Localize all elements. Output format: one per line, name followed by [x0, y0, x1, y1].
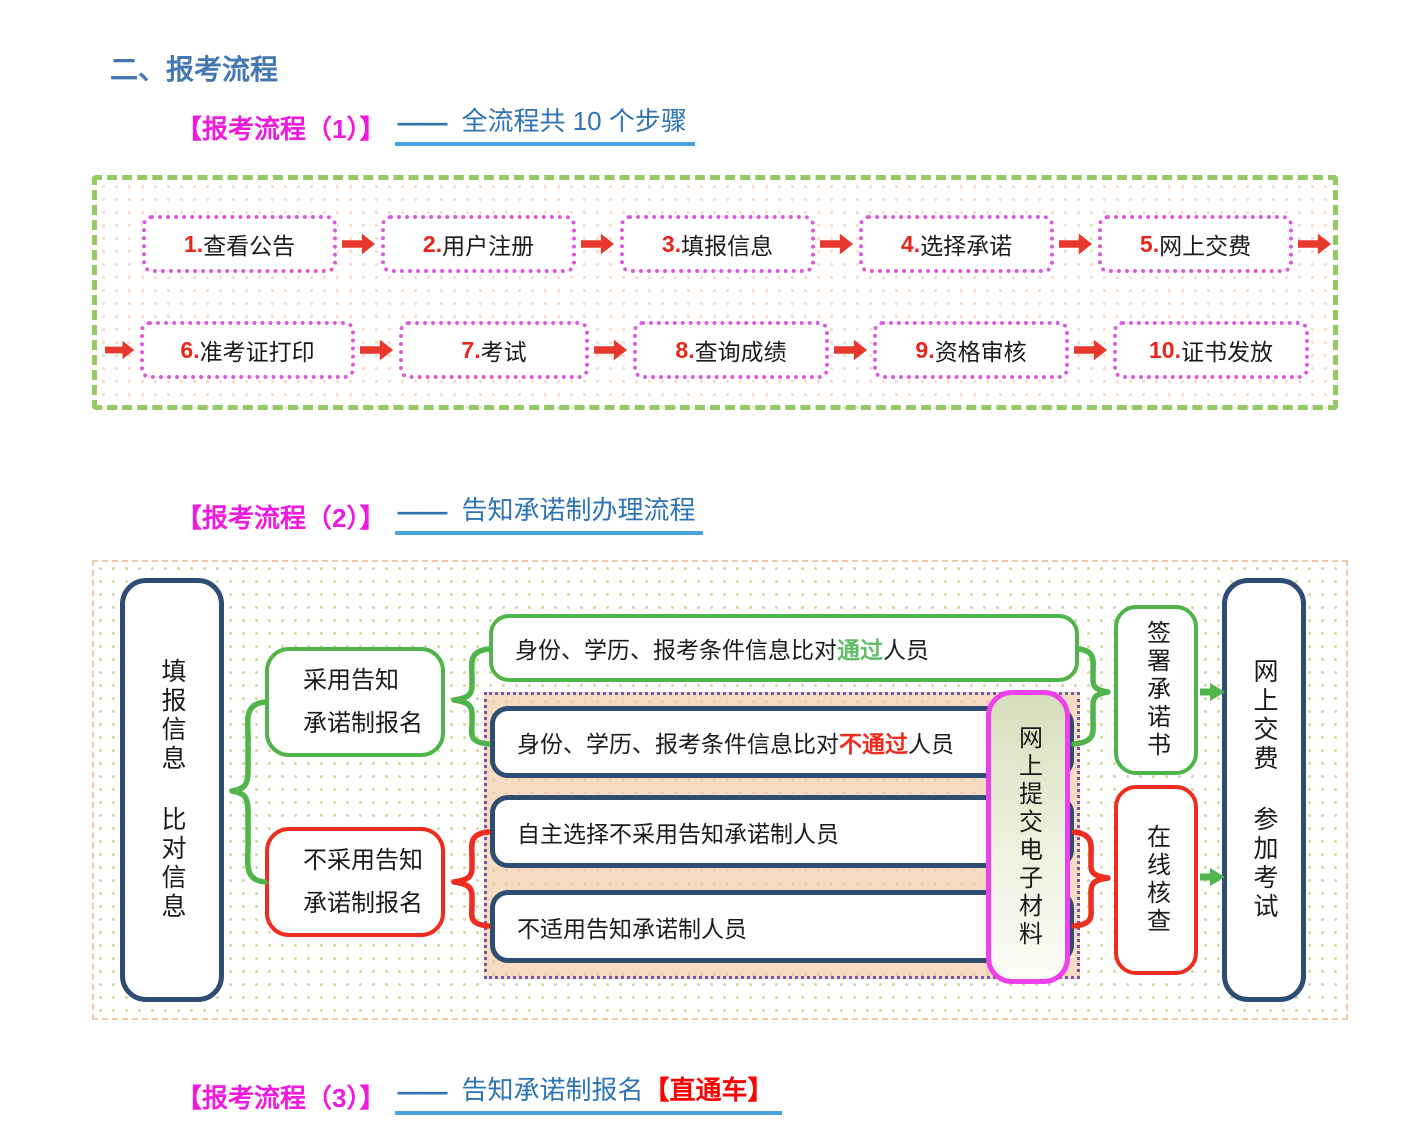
- step-number: 1.: [183, 230, 204, 257]
- flow-arrow-icon: [834, 338, 868, 362]
- dash-glyph: ——: [397, 107, 447, 137]
- step-number: 9.: [915, 336, 935, 363]
- step-label: 填报信息: [681, 233, 774, 259]
- step-number: 6.: [180, 336, 200, 363]
- step-label: 查询成绩: [694, 339, 787, 365]
- fail-suffix: 人员: [908, 731, 954, 757]
- brace-fill-to-branches: [229, 699, 268, 885]
- flow3-subtitle: 告知承诺制报名: [461, 1075, 644, 1105]
- step-label: 准考证打印: [199, 339, 315, 365]
- node-compare-fail: 身份、学历、报考条件信息比对不通过人员: [490, 706, 1074, 778]
- page-title: 二、报考流程: [110, 54, 279, 85]
- pass-highlight: 通过: [837, 637, 883, 663]
- flow-arrow-icon: [594, 338, 628, 362]
- flow1-subtitle-underline: —— 全流程共 10 个步骤: [395, 101, 695, 146]
- node-fill-info: 填报信息 比对信息: [120, 578, 224, 1002]
- flow3-heading: 【报考流程（3）】: [176, 1083, 386, 1113]
- flow-arrow-icon: [360, 338, 394, 362]
- flow1-row-1: 1.查看公告 2.用户注册 3.填报信息 4.选择承诺 5.网上交费: [97, 214, 1333, 274]
- step-label: 考试: [480, 339, 527, 365]
- step-number: 4.: [900, 230, 921, 257]
- step-number: 2.: [422, 230, 443, 257]
- step-label: 查看公告: [203, 233, 296, 259]
- flow3-subtitle-underline: —— 告知承诺制报名 【直通车】: [395, 1070, 782, 1115]
- step-label: 选择承诺: [920, 233, 1013, 259]
- node-online-check: 在线核查: [1114, 785, 1198, 975]
- dash-glyph: ——: [397, 496, 447, 526]
- flow2-subtitle-underline: —— 告知承诺制办理流程: [395, 490, 704, 535]
- step-box-7: 7.考试: [399, 321, 589, 379]
- step-number: 5.: [1139, 230, 1160, 257]
- step-number: 8.: [675, 336, 695, 363]
- step-box-10: 10.证书发放: [1113, 321, 1309, 379]
- flow3-highlight: 【直通车】: [643, 1075, 774, 1105]
- brace-notadopt-to-cases: [451, 829, 491, 929]
- flow1-subtitle: 全流程共 10 个步骤: [461, 106, 687, 136]
- node-submit-materials: 网上提交电子材料: [986, 690, 1070, 984]
- step-box-9: 9.资格审核: [873, 321, 1069, 379]
- flow1-row-2: 6.准考证打印 7.考试 8.查询成绩 9.资格审核 10.证书发放: [97, 320, 1333, 380]
- fail-highlight: 不通过: [839, 731, 908, 757]
- pass-prefix: 身份、学历、报考条件信息比对: [515, 637, 837, 663]
- flow-arrow-icon: [1074, 338, 1108, 362]
- node-not-applicable: 不适用告知承诺制人员: [490, 890, 1074, 963]
- flow1-heading-row: 【报考流程（1）】 —— 全流程共 10 个步骤: [176, 101, 695, 146]
- step-number: 10.: [1149, 336, 1181, 363]
- fail-prefix: 身份、学历、报考条件信息比对: [517, 731, 839, 757]
- step-label: 用户注册: [442, 233, 535, 259]
- node-self-select: 自主选择不采用告知承诺制人员: [490, 795, 1074, 868]
- step-label: 网上交费: [1159, 233, 1252, 259]
- node-pay-exam: 网上交费 参加考试: [1222, 578, 1306, 1002]
- step-number: 3.: [661, 230, 682, 257]
- dash-glyph: ——: [397, 1076, 447, 1106]
- step-number: 7.: [461, 336, 481, 363]
- node-adopt-commitment: 采用告知 承诺制报名: [265, 647, 445, 757]
- step-box-4: 4.选择承诺: [859, 215, 1054, 273]
- node-not-adopt-commitment: 不采用告知 承诺制报名: [265, 827, 445, 937]
- step-box-8: 8.查询成绩: [633, 321, 829, 379]
- flow2-heading-row: 【报考流程（2）】 —— 告知承诺制办理流程: [176, 490, 704, 535]
- node-compare-pass: 身份、学历、报考条件信息比对通过人员: [489, 614, 1079, 682]
- flow2-subtitle: 告知承诺制办理流程: [461, 495, 696, 525]
- flow-arrow-icon: [1298, 232, 1332, 256]
- flow1-container: 1.查看公告 2.用户注册 3.填报信息 4.选择承诺 5.网上交费 6.: [92, 175, 1338, 410]
- flow-arrow-icon: [105, 338, 135, 362]
- step-box-6: 6.准考证打印: [140, 321, 355, 379]
- flow1-heading: 【报考流程（1）】: [176, 114, 386, 144]
- node-sign-commitment: 签署承诺书: [1114, 605, 1198, 775]
- flow2-container: 填报信息 比对信息 采用告知 承诺制报名 不采用告知 承诺制报名 身份、学历、报…: [92, 560, 1348, 1020]
- pass-suffix: 人员: [883, 637, 929, 663]
- step-box-1: 1.查看公告: [142, 215, 337, 273]
- step-box-2: 2.用户注册: [381, 215, 576, 273]
- step-box-5: 5.网上交费: [1098, 215, 1293, 273]
- flow-arrow-icon: [581, 232, 615, 256]
- step-label: 证书发放: [1180, 339, 1273, 365]
- step-box-3: 3.填报信息: [620, 215, 815, 273]
- flow3-heading-row: 【报考流程（3）】 —— 告知承诺制报名 【直通车】: [176, 1070, 782, 1115]
- flow2-heading: 【报考流程（2）】: [176, 503, 386, 533]
- flow-arrow-icon: [342, 232, 376, 256]
- flow-arrow-icon: [820, 232, 854, 256]
- step-label: 资格审核: [934, 339, 1027, 365]
- flow-arrow-icon: [1059, 232, 1093, 256]
